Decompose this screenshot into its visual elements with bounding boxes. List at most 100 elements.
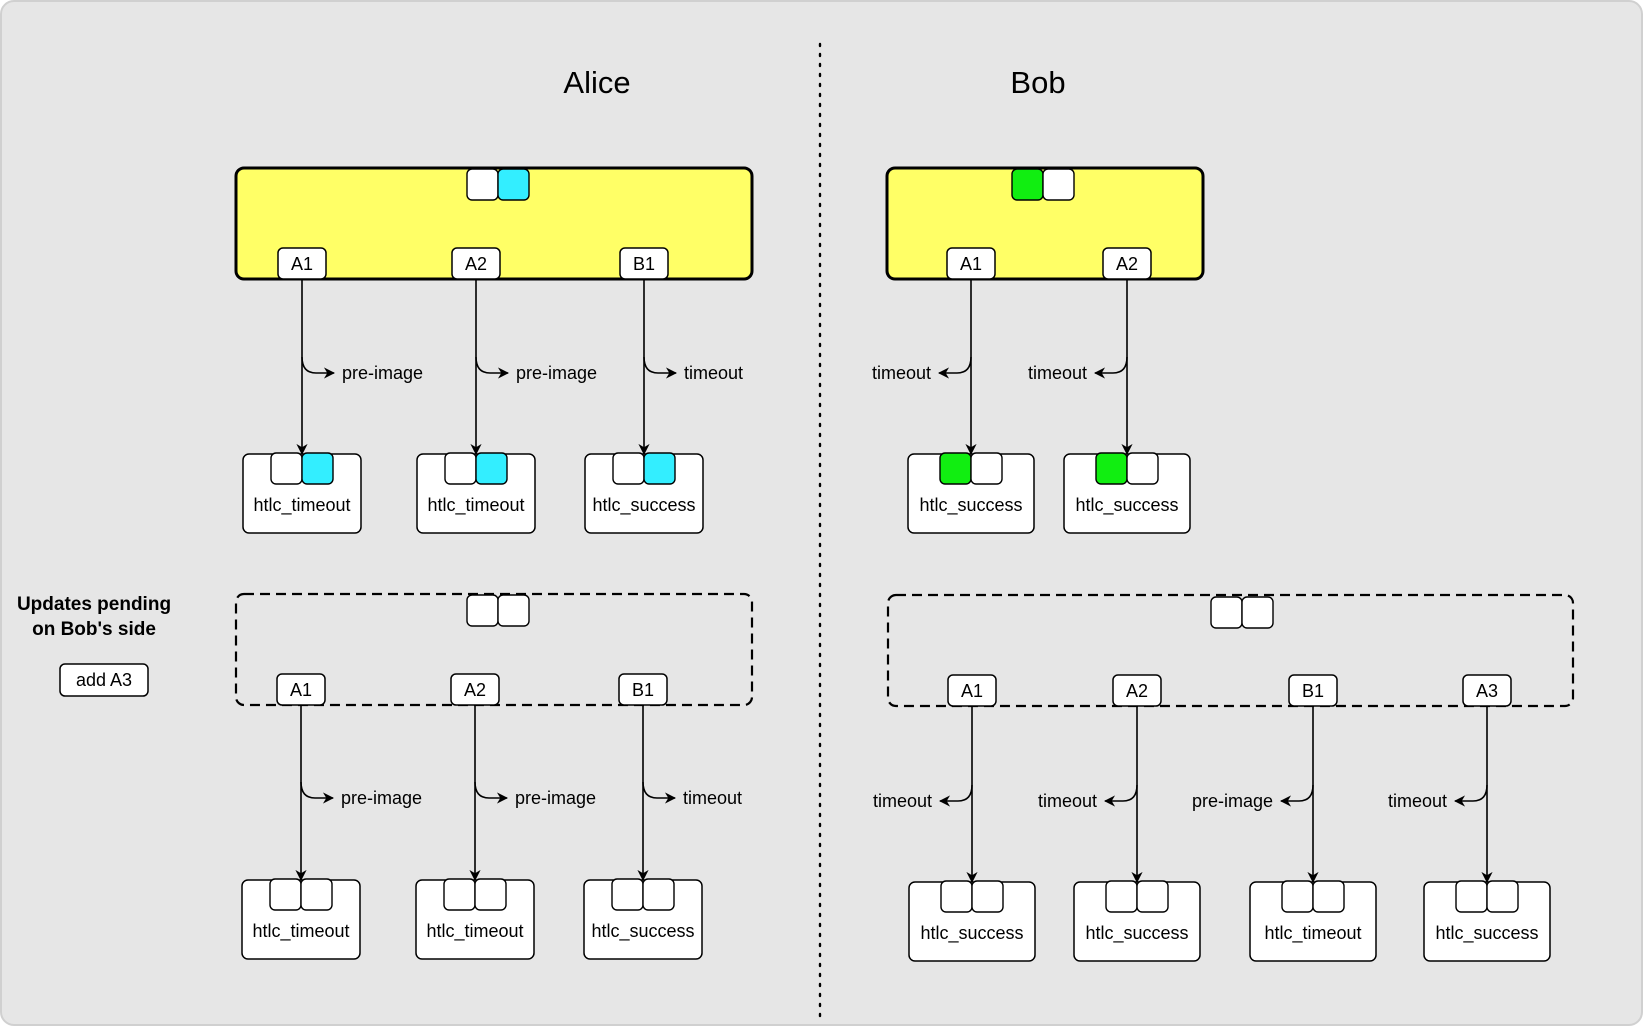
bob-pending-a2-output-label: A2 bbox=[1126, 681, 1148, 701]
bob-title: Bob bbox=[1010, 65, 1065, 100]
bob-pending-a2-second-stage-slot-1 bbox=[1105, 880, 1138, 913]
alice-committed-a2-branch-label: pre-image bbox=[516, 363, 597, 383]
alice-committed-b1-second-stage-slot-1 bbox=[612, 452, 645, 485]
alice-committed-b1-second-stage-slot-2 bbox=[643, 452, 676, 485]
bob-pending-commitment-slot-2 bbox=[1241, 596, 1274, 629]
alice-committed-b1-branch-arrow bbox=[643, 356, 678, 379]
bob-committed-a1-second-stage-slot-2 bbox=[970, 452, 1003, 485]
bob-pending-a3-output-label: A3 bbox=[1476, 681, 1498, 701]
bob-pending-a2-branch-label: timeout bbox=[1038, 791, 1097, 811]
alice-pending-commitment-slot-2 bbox=[497, 594, 530, 627]
alice-pending-a1-second-stage-slot-1 bbox=[269, 878, 302, 911]
bob-pending-a2-output-box bbox=[1112, 674, 1162, 707]
alice-committed-a1-branch-label: pre-image bbox=[342, 363, 423, 383]
alice-pending-a2-branch-label: pre-image bbox=[515, 788, 596, 808]
alice-pending-b1-second-stage-slot-2 bbox=[642, 878, 675, 911]
alice-pending-group: pre-imageA1htlc_timeoutpre-imageA2htlc_t… bbox=[234, 592, 754, 960]
alice-committed-a2-second-stage-label: htlc_timeout bbox=[427, 495, 524, 516]
alice-pending-commitment-slot-1 bbox=[466, 594, 499, 627]
bob-committed-a2-output-label: A2 bbox=[1116, 254, 1138, 274]
bob-pending-a3-branch-arrow bbox=[1453, 784, 1488, 807]
alice-pending-b1-output-label: B1 bbox=[632, 680, 654, 700]
alice-pending-a2-second-stage-slot-1 bbox=[443, 878, 476, 911]
alice-pending-b1-branch-label: timeout bbox=[683, 788, 742, 808]
pending-update-box bbox=[59, 663, 149, 697]
alice-committed-a2-branch-arrow bbox=[475, 356, 510, 379]
alice-committed-b1-second-stage-label: htlc_success bbox=[592, 495, 695, 516]
bob-pending-a1-output-box bbox=[947, 674, 997, 707]
alice-pending-a2-second-stage-slot-2 bbox=[474, 878, 507, 911]
bob-committed-a2-branch-arrow bbox=[1093, 356, 1128, 379]
bob-pending-b1-output-box bbox=[1288, 674, 1338, 707]
alice-pending-b1-branch-arrow bbox=[642, 781, 677, 804]
bob-committed-a1-output-box bbox=[946, 247, 996, 280]
alice-pending-a1-output-label: A1 bbox=[290, 680, 312, 700]
bob-pending-a2-branch-arrow bbox=[1103, 784, 1138, 807]
alice-pending-a1-output-box bbox=[276, 673, 326, 706]
alice-committed-a1-second-stage-slot-2 bbox=[301, 452, 334, 485]
alice-committed-a2-second-stage-slot-1 bbox=[444, 452, 477, 485]
bob-pending-a3-second-stage-label: htlc_success bbox=[1435, 923, 1538, 944]
alice-pending-a1-branch-arrow bbox=[300, 781, 335, 804]
bob-pending-a1-branch-label: timeout bbox=[873, 791, 932, 811]
bob-pending-a3-second-stage-slot-2 bbox=[1486, 880, 1519, 913]
bob-pending-a1-second-stage-label: htlc_success bbox=[920, 923, 1023, 944]
alice-pending-b1-second-stage-label: htlc_success bbox=[591, 921, 694, 942]
alice-committed-b1-output-box bbox=[619, 247, 669, 280]
alice-pending-a1-second-stage-slot-2 bbox=[300, 878, 333, 911]
bob-committed-a1-branch-arrow bbox=[937, 356, 972, 379]
alice-committed-a1-output-label: A1 bbox=[291, 254, 313, 274]
alice-committed-commitment-slot-1 bbox=[466, 168, 499, 201]
alice-committed-a2-output-box bbox=[451, 247, 501, 280]
bob-pending-a1-output-label: A1 bbox=[961, 681, 983, 701]
alice-pending-a2-output-label: A2 bbox=[464, 680, 486, 700]
bob-pending-a2-second-stage-slot-2 bbox=[1136, 880, 1169, 913]
alice-pending-a2-output-box bbox=[450, 673, 500, 706]
alice-pending-b1-output-box bbox=[618, 673, 668, 706]
bob-pending-b1-output-label: B1 bbox=[1302, 681, 1324, 701]
bob-committed-a2-branch-label: timeout bbox=[1028, 363, 1087, 383]
bob-committed-a2-second-stage-slot-2 bbox=[1126, 452, 1159, 485]
bob-pending-b1-branch-arrow bbox=[1279, 784, 1314, 807]
bob-committed-commitment-slot-2 bbox=[1042, 168, 1075, 201]
bob-committed-commitment-slot-1 bbox=[1011, 168, 1044, 201]
bob-pending-commitment-tx bbox=[886, 593, 1575, 708]
pending-note-title-line1: Updates pending bbox=[17, 594, 171, 615]
bob-pending-a3-branch-label: timeout bbox=[1388, 791, 1447, 811]
pending-note-title-line2: on Bob's side bbox=[32, 619, 156, 640]
bob-pending-group: timeout A1 htlc_success timeout A2 htlc_succe… bbox=[873, 593, 1575, 962]
alice-committed-a1-branch-arrow bbox=[301, 356, 336, 379]
bob-pending-a1-second-stage-slot-2 bbox=[971, 880, 1004, 913]
bob-pending-b1-second-stage-slot-2 bbox=[1312, 880, 1345, 913]
bob-committed-a1-branch-label: timeout bbox=[872, 363, 931, 383]
bob-pending-a1-branch-arrow bbox=[938, 784, 973, 807]
bob-committed-a1-output-label: A1 bbox=[960, 254, 982, 274]
alice-title: Alice bbox=[563, 65, 630, 100]
bob-pending-b1-second-stage-label: htlc_timeout bbox=[1264, 923, 1361, 944]
bob-pending-commitment-slot-1 bbox=[1210, 596, 1243, 629]
bob-committed-a2-second-stage-label: htlc_success bbox=[1075, 495, 1178, 516]
bob-pending-a2-second-stage-label: htlc_success bbox=[1085, 923, 1188, 944]
bob-pending-b1-second-stage-slot-1 bbox=[1281, 880, 1314, 913]
bob-pending-a3-second-stage-slot-1 bbox=[1455, 880, 1488, 913]
bob-pending-b1-branch-label: pre-image bbox=[1192, 791, 1273, 811]
alice-committed-a1-second-stage-slot-1 bbox=[270, 452, 303, 485]
alice-pending-a2-second-stage-label: htlc_timeout bbox=[426, 921, 523, 942]
alice-committed-b1-branch-label: timeout bbox=[684, 363, 743, 383]
bob-pending-a1-second-stage-slot-1 bbox=[940, 880, 973, 913]
alice-committed-a1-second-stage-label: htlc_timeout bbox=[253, 495, 350, 516]
bob-committed-a1-second-stage-label: htlc_success bbox=[919, 495, 1022, 516]
bob-committed-group: timeout A1 htlc_success timeout A2 htlc_succe… bbox=[872, 166, 1205, 534]
alice-committed-b1-output-label: B1 bbox=[633, 254, 655, 274]
alice-committed-group: pre-image A1 htlc_timeout pre-image A2 htlc_t… bbox=[234, 166, 754, 534]
alice-committed-a2-output-label: A2 bbox=[465, 254, 487, 274]
alice-pending-a1-second-stage-label: htlc_timeout bbox=[252, 921, 349, 942]
bob-committed-a2-second-stage-slot-1 bbox=[1095, 452, 1128, 485]
pending-update-label: add A3 bbox=[76, 670, 132, 690]
alice-committed-commitment-slot-2 bbox=[497, 168, 530, 201]
bob-pending-a3-output-box bbox=[1462, 674, 1512, 707]
alice-pending-b1-second-stage-slot-1 bbox=[611, 878, 644, 911]
bob-committed-a1-second-stage-slot-1 bbox=[939, 452, 972, 485]
alice-pending-a2-branch-arrow bbox=[474, 781, 509, 804]
